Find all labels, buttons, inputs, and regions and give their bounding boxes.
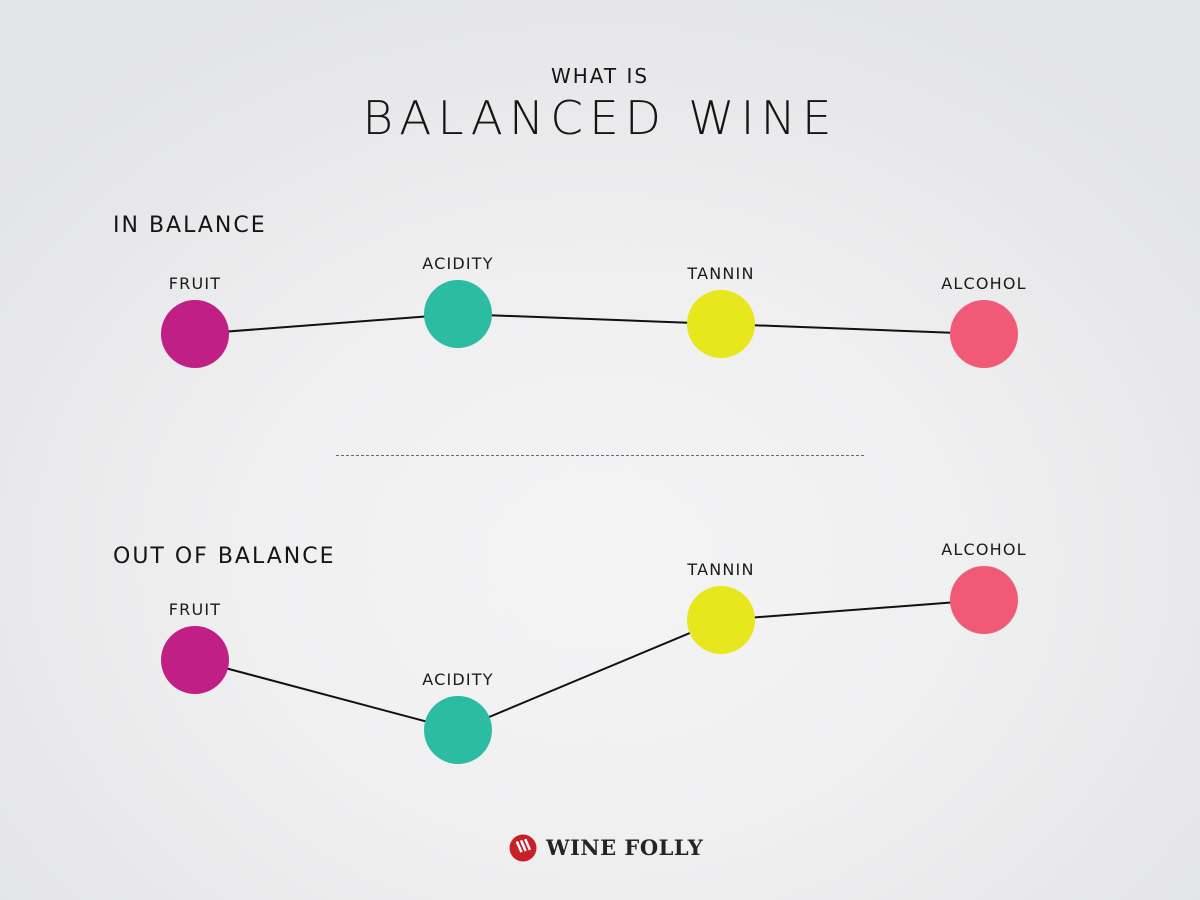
in-balance-tannin-label: TANNIN: [687, 264, 755, 283]
in-balance-fruit-node: [161, 300, 229, 368]
out-of-balance-acidity-node: [424, 696, 492, 764]
page-title: BALANCED WINE: [362, 91, 838, 145]
in-balance-alcohol-label: ALCOHOL: [941, 274, 1027, 293]
out-of-balance-tannin-node: [687, 586, 755, 654]
out-of-balance-connector-line: [194, 599, 985, 732]
out-of-balance-fruit-label: FRUIT: [168, 600, 222, 619]
in-balance-alcohol-node: [950, 300, 1018, 368]
in-balance-diagram: [161, 280, 1018, 368]
title-eyebrow: WHAT IS: [550, 64, 650, 88]
in-balance-connector-line: [194, 312, 985, 335]
out-of-balance-alcohol-node: [950, 566, 1018, 634]
section-heading-out-of-balance: OUT OF BALANCE: [113, 544, 336, 569]
brand-name: WINE FOLLY: [546, 835, 704, 860]
wine-folly-logo-icon: [509, 834, 537, 862]
in-balance-acidity-label: ACIDITY: [422, 254, 494, 273]
out-of-balance-diagram: [161, 566, 1018, 764]
section-heading-in-balance: IN BALANCE: [113, 213, 267, 238]
in-balance-fruit-label: FRUIT: [168, 274, 222, 293]
in-balance-tannin-node: [687, 290, 755, 358]
out-of-balance-alcohol-label: ALCOHOL: [941, 540, 1027, 559]
brand-footer: WINE FOLLY: [508, 833, 703, 863]
out-of-balance-acidity-label: ACIDITY: [422, 670, 494, 689]
out-of-balance-fruit-node: [161, 626, 229, 694]
out-of-balance-tannin-label: TANNIN: [687, 560, 755, 579]
in-balance-acidity-node: [424, 280, 492, 348]
section-divider: [336, 455, 864, 456]
